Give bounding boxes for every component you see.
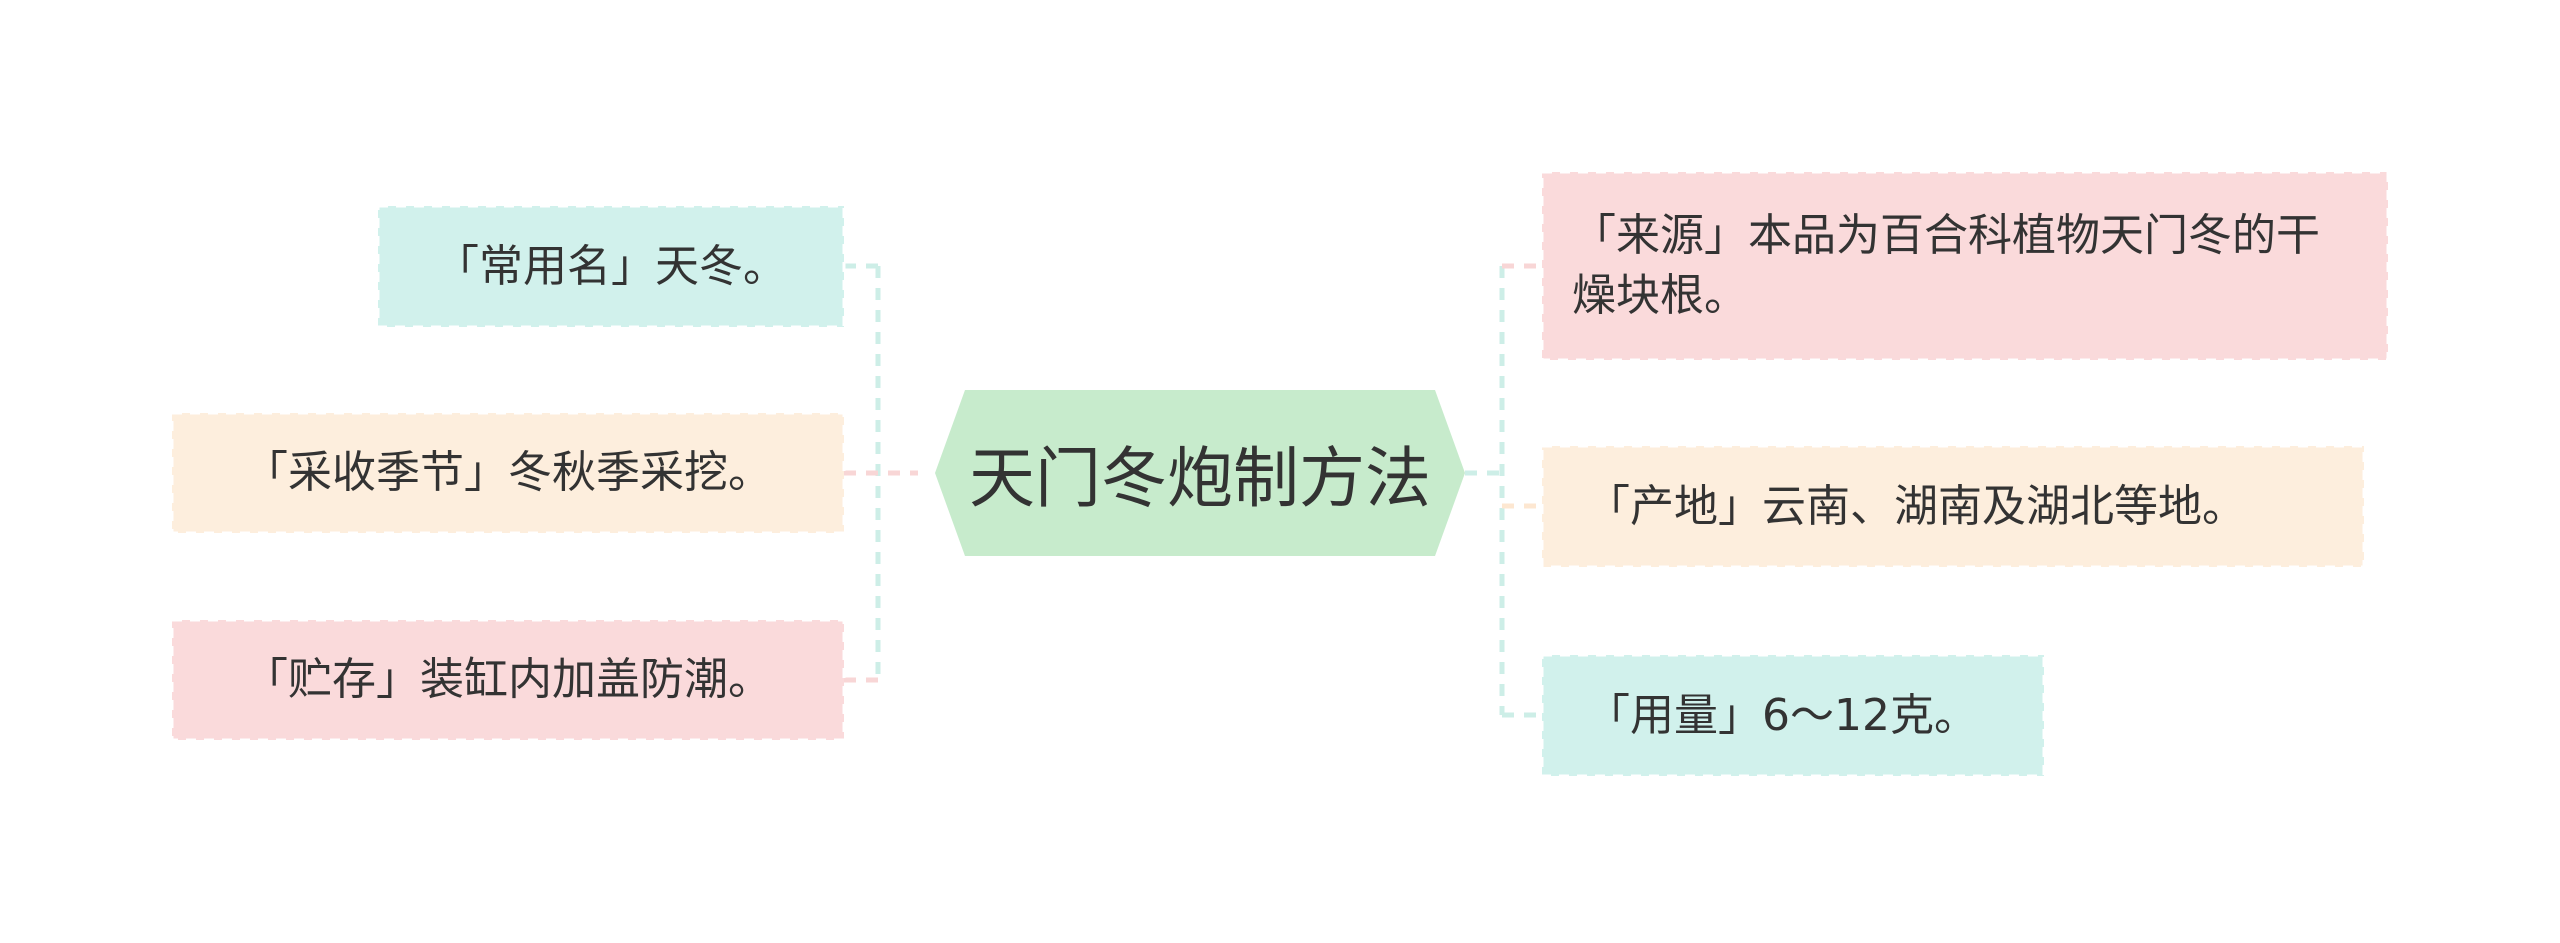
node-left-3: 「贮存」装缸内加盖防潮。 — [172, 620, 844, 740]
root-node-text: 天门冬炮制方法 — [969, 440, 1431, 517]
node-right-1-text: 「来源」本品为百合科植物天门冬的干燥块根。 — [1572, 210, 2320, 321]
node-right-3-box — [1540, 653, 2046, 778]
node-left-3-box — [170, 618, 846, 742]
left-connectors — [844, 263, 918, 683]
node-left-2-box — [170, 411, 846, 535]
node-right-2: 「产地」云南、湖南及湖北等地。 — [1542, 446, 2364, 567]
node-right-1: 「来源」本品为百合科植物天门冬的干燥块根。 — [1542, 172, 2388, 360]
node-left-1: 「常用名」天冬。 — [378, 206, 844, 327]
right-connectors — [1465, 263, 1542, 718]
root-node-hexagon — [935, 390, 1465, 556]
root-node-label: 天门冬炮制方法 — [935, 390, 1465, 556]
node-left-1-text: 「常用名」天冬。 — [435, 240, 787, 292]
node-left-2: 「采收季节」冬秋季采挖。 — [172, 413, 844, 533]
node-right-3-text: 「用量」6～12克。 — [1586, 689, 1978, 741]
node-right-2-text: 「产地」云南、湖南及湖北等地。 — [1586, 480, 2246, 532]
node-right-3: 「用量」6～12克。 — [1542, 655, 2044, 776]
node-left-2-text: 「采收季节」冬秋季采挖。 — [244, 447, 772, 498]
node-right-2-box — [1540, 444, 2366, 569]
node-left-1-box — [376, 204, 846, 329]
node-right-1-box — [1540, 170, 2390, 362]
node-left-3-text: 「贮存」装缸内加盖防潮。 — [244, 654, 772, 705]
